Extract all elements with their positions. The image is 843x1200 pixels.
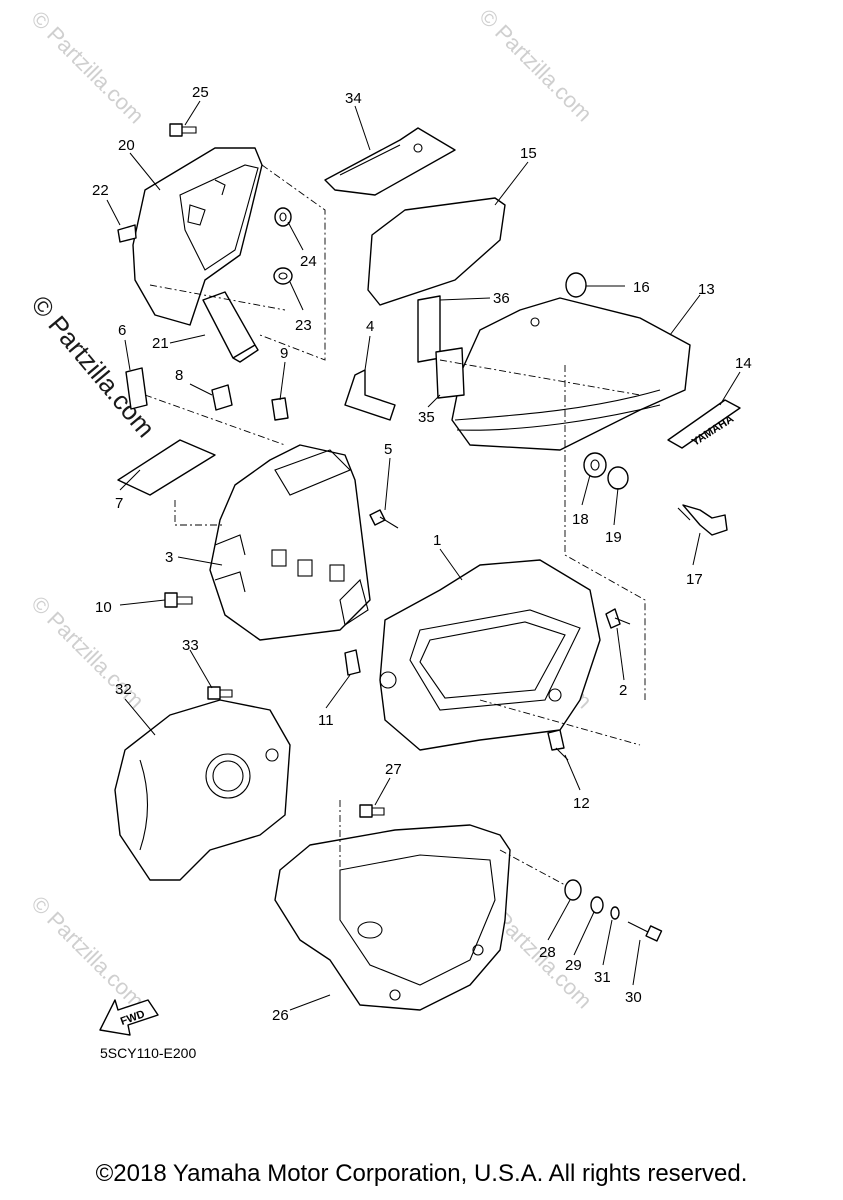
callout-21: 21 — [152, 335, 169, 352]
callout-12: 12 — [573, 795, 590, 812]
grommet-24 — [274, 207, 292, 227]
collar-19 — [607, 466, 629, 490]
collar-28 — [564, 879, 582, 901]
bracket-4 — [344, 369, 396, 421]
cover-32 — [114, 699, 291, 881]
panel-15 — [367, 197, 506, 306]
callout-25: 25 — [192, 84, 209, 101]
callout-13: 13 — [698, 281, 715, 298]
callout-7: 7 — [115, 495, 123, 512]
crankcase-cover-26 — [274, 824, 511, 1011]
battery-box-3 — [209, 444, 371, 641]
watermark: © Partzilla.com — [474, 4, 597, 127]
side-cover-20 — [132, 147, 263, 326]
nut-11 — [344, 649, 361, 676]
washer-31 — [610, 906, 620, 920]
watermark-main: © Partzilla.com — [25, 290, 161, 443]
callout-27: 27 — [385, 761, 402, 778]
callout-2: 2 — [619, 682, 627, 699]
grommet-16 — [565, 272, 587, 298]
copyright-notice: ©2018 Yamaha Motor Corporation, U.S.A. A… — [95, 1160, 748, 1187]
callout-35: 35 — [418, 409, 435, 426]
callout-11: 11 — [318, 712, 334, 729]
callout-20: 20 — [118, 137, 135, 154]
air-case-1 — [379, 559, 601, 751]
callout-33: 33 — [182, 637, 199, 654]
cover-34 — [324, 127, 456, 196]
plate-35 — [435, 347, 465, 399]
callouts: 1 2 3 4 5 6 7 8 9 10 11 12 13 14 15 16 1… — [92, 84, 752, 1024]
callout-15: 15 — [520, 145, 537, 162]
pin-22 — [117, 224, 137, 243]
callout-26: 26 — [272, 1007, 289, 1024]
callout-31: 31 — [594, 969, 611, 986]
grommet-23 — [273, 267, 293, 285]
grommet-18 — [583, 452, 607, 478]
callout-30: 30 — [625, 989, 642, 1006]
callout-18: 18 — [572, 511, 589, 528]
callout-4: 4 — [366, 318, 374, 335]
callout-9: 9 — [280, 345, 288, 362]
callout-19: 19 — [605, 529, 622, 546]
emblem-14: YAMAHA — [667, 399, 741, 449]
side-cover-13 — [451, 297, 691, 451]
callout-22: 22 — [92, 182, 109, 199]
bolt-27 — [359, 804, 385, 818]
cushion-8 — [211, 384, 233, 411]
bolt-25 — [169, 123, 197, 137]
callout-10: 10 — [95, 599, 112, 616]
bolt-2 — [605, 608, 631, 629]
callout-3: 3 — [165, 549, 173, 566]
screw-5 — [369, 509, 399, 529]
callout-14: 14 — [735, 355, 752, 372]
pad-6 — [125, 367, 148, 410]
callout-34: 34 — [345, 90, 362, 107]
clip-9 — [271, 397, 289, 421]
bolt-10 — [164, 592, 193, 608]
diagram-code: 5SCY110-E200 — [100, 1045, 197, 1061]
callout-6: 6 — [118, 322, 126, 339]
sheet-7 — [117, 439, 216, 496]
fastener-17 — [677, 504, 728, 536]
watermark: © Partzilla.com — [26, 891, 149, 1014]
bolt-33 — [207, 686, 233, 700]
callout-32: 32 — [115, 681, 132, 698]
callout-24: 24 — [300, 253, 317, 270]
callout-1: 1 — [433, 532, 441, 549]
block-21 — [202, 291, 259, 363]
callout-28: 28 — [539, 944, 556, 961]
bolt-30 — [627, 921, 663, 942]
callout-16: 16 — [633, 279, 650, 296]
callout-17: 17 — [686, 571, 703, 588]
watermark: © Partzilla.com — [26, 6, 149, 129]
leader-lines — [106, 100, 741, 1011]
callout-36: 36 — [493, 290, 510, 307]
callout-5: 5 — [384, 441, 392, 458]
callout-8: 8 — [175, 367, 183, 384]
washer-29 — [590, 896, 604, 914]
callout-23: 23 — [295, 317, 312, 334]
callout-29: 29 — [565, 957, 582, 974]
